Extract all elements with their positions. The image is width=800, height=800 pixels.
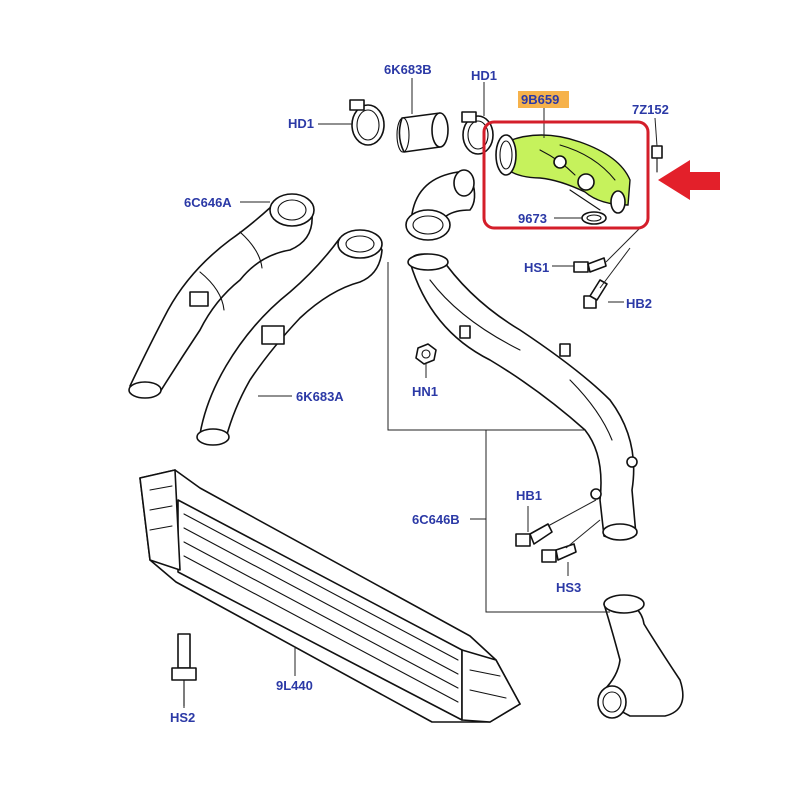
intercooler-9l440[interactable]: [139, 469, 521, 723]
label-6k683b: 6K683B: [384, 62, 432, 77]
elbow-hose-upper[interactable]: [405, 169, 476, 241]
label-hb1: HB1: [516, 488, 542, 503]
label-9b659-tag: [518, 91, 569, 108]
label-9b659: 9B659: [521, 92, 559, 107]
bolt-hs3[interactable]: [541, 543, 577, 563]
label-9l440: 9L440: [276, 678, 313, 693]
leader-lines: [183, 78, 658, 708]
label-hs3: HS3: [556, 580, 581, 595]
hose-sleeve-6k683b[interactable]: [396, 112, 449, 153]
label-6c646b: 6C646B: [412, 512, 460, 527]
label-7z152: 7Z152: [632, 102, 669, 117]
label-hd1-top: HD1: [471, 68, 497, 83]
intercooler-pipe-6c646b[interactable]: [407, 253, 638, 541]
label-6c646a: 6C646A: [184, 195, 232, 210]
intercooler-hose-6c646a[interactable]: [128, 193, 315, 399]
label-hb2: HB2: [626, 296, 652, 311]
bolt-hb1[interactable]: [515, 523, 553, 547]
stud-hs2[interactable]: [171, 633, 197, 707]
callout-arrow-icon: [658, 160, 720, 200]
label-hd1-left: HD1: [288, 116, 314, 131]
label-hn1: HN1: [412, 384, 438, 399]
bolt-7z152[interactable]: [651, 145, 663, 173]
hose-clamp-hd1-top[interactable]: [461, 111, 494, 155]
label-6k683a: 6K683A: [296, 389, 344, 404]
bolt-hs1[interactable]: [573, 257, 607, 273]
label-hs1: HS1: [524, 260, 549, 275]
bolt-hb2[interactable]: [583, 279, 608, 309]
highlight-callout-box: [482, 120, 650, 230]
label-9673: 9673: [518, 211, 547, 226]
label-hs2: HS2: [170, 710, 195, 725]
hose-clamp-hd1-left[interactable]: [349, 99, 385, 146]
intercooler-hose-6k683a[interactable]: [196, 229, 383, 446]
gasket-9673[interactable]: [581, 211, 607, 225]
intake-pipe-9b659-highlighted[interactable]: [495, 134, 631, 214]
nut-hn1[interactable]: [415, 343, 437, 365]
elbow-hose-lower[interactable]: [597, 594, 684, 719]
